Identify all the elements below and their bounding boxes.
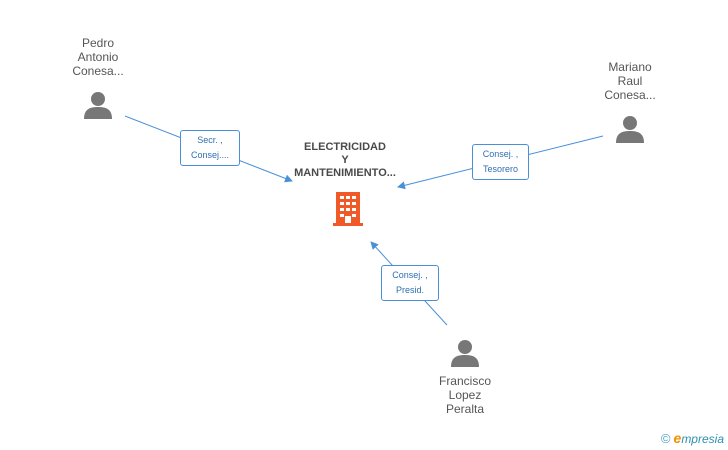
company-node[interactable]: ELECTRICIDAD Y MANTENIMIENTO... bbox=[285, 141, 405, 180]
person-node-pedro[interactable]: Pedro Antonio Conesa... bbox=[43, 36, 153, 120]
person-icon bbox=[451, 340, 479, 367]
role-text: Tesorero bbox=[482, 164, 518, 174]
role-text: Consej.... bbox=[190, 150, 230, 160]
empresia-logo: empresia bbox=[673, 430, 724, 446]
role-box-francisco[interactable]: Consej. , Presid. bbox=[381, 265, 439, 301]
role-text: Presid. bbox=[395, 285, 424, 295]
person-name-line: Antonio bbox=[77, 50, 119, 64]
role-text: Secr. , bbox=[197, 135, 223, 145]
person-name-line: Lopez bbox=[448, 388, 482, 402]
company-name-line: MANTENIMIENTO... bbox=[294, 167, 396, 179]
role-text: Consej. , bbox=[392, 270, 428, 280]
person-name-line: Conesa... bbox=[72, 64, 124, 78]
person-name-line: Mariano bbox=[608, 60, 652, 74]
empresia-credit[interactable]: © empresia bbox=[661, 430, 724, 446]
role-box-pedro[interactable]: Secr. , Consej.... bbox=[180, 130, 240, 166]
person-name-line: Conesa... bbox=[604, 88, 656, 102]
person-icon bbox=[616, 116, 644, 143]
role-text: Consej. , bbox=[482, 149, 519, 159]
person-icon bbox=[84, 92, 112, 119]
person-node-mariano[interactable]: Mariano Raul Conesa... bbox=[575, 60, 685, 144]
copyright-icon: © bbox=[660, 430, 671, 446]
person-node-francisco[interactable]: Francisco Lopez Peralta bbox=[410, 338, 520, 416]
company-name-line: Y bbox=[341, 154, 349, 166]
person-name-line: Francisco bbox=[438, 374, 491, 388]
company-name-line: ELECTRICIDAD bbox=[304, 141, 386, 153]
person-name-line: Peralta bbox=[445, 402, 485, 416]
building-icon bbox=[333, 192, 363, 226]
role-box-mariano[interactable]: Consej. , Tesorero bbox=[472, 144, 529, 180]
person-name-line: Pedro bbox=[81, 36, 115, 50]
person-name-line: Raul bbox=[617, 74, 643, 88]
